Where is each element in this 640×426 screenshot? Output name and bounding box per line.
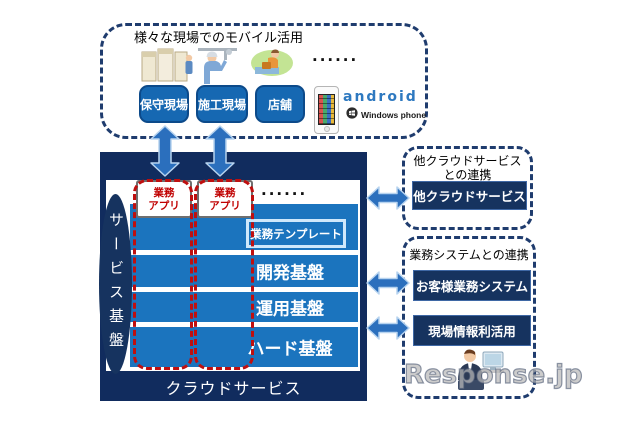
other-cloud-title-line2: との連携 <box>443 168 492 182</box>
windows-phone-logo: Windows phone <box>346 106 426 124</box>
person-computer-clipart <box>452 346 508 401</box>
layer-label: 運用基盤 <box>256 299 324 319</box>
business-system-group: 業務システムとの連携 お客様業務システム 現場情報利活用 <box>402 236 536 399</box>
field-info-item: 現場情報利活用 <box>413 315 531 346</box>
updown-arrow-1 <box>150 125 180 182</box>
app-column-highlight-2 <box>194 179 254 370</box>
iphone-image <box>314 86 339 134</box>
business-app-label: アプリ <box>148 200 180 212</box>
site-button-maintenance: 保守現場 <box>139 85 189 123</box>
windows-flag-icon <box>346 106 358 124</box>
windows-phone-label: Windows phone <box>361 110 427 120</box>
iphone-screen <box>318 94 335 125</box>
other-cloud-service-item: 他クラウドサービス <box>412 181 527 210</box>
response-jp-watermark: Response.jp <box>403 359 583 390</box>
service-platform-label: サービス基盤 <box>107 212 124 356</box>
construction-site-clipart <box>196 44 239 89</box>
updown-arrow-2 <box>205 125 235 182</box>
more-sites-dots: ...... <box>312 47 359 65</box>
site-button-construction: 施工現場 <box>196 85 248 123</box>
android-logo: android <box>343 89 418 105</box>
iphone-home-button <box>324 125 330 132</box>
service-platform-ellipse: サービス基盤 <box>99 194 132 374</box>
cloud-service-label: クラウドサービス <box>165 381 302 398</box>
mobile-usage-title: 様々な現場でのモバイル活用 <box>134 30 304 45</box>
site-button-label: 施工現場 <box>198 97 247 112</box>
other-cloud-group: 他クラウドサービス との連携 他クラウドサービス <box>402 146 533 230</box>
layer-row-development: 開発基盤 <box>130 255 358 287</box>
site-button-store: 店舗 <box>255 85 305 123</box>
business-app-label: 業務 <box>214 187 236 199</box>
service-platform-stack: 業務テンプレート 開発基盤 運用基盤 ハード基盤 <box>130 204 358 367</box>
site-button-label: 店舗 <box>267 97 292 112</box>
other-cloud-title: 他クラウドサービス との連携 <box>405 154 530 182</box>
customer-system-item: お客様業務システム <box>413 270 531 301</box>
business-app-label: アプリ <box>209 200 241 212</box>
store-clipart <box>250 46 295 84</box>
maintenance-site-clipart <box>141 45 194 88</box>
app-column-highlight-1 <box>133 179 193 370</box>
layer-label: ハード基盤 <box>247 339 333 359</box>
layer-row-operation: 運用基盤 <box>130 292 358 322</box>
layer-label: 開発基盤 <box>256 263 324 283</box>
more-apps-dots: ...... <box>261 181 308 199</box>
business-system-title: 業務システムとの連携 <box>409 248 529 262</box>
business-app-label: 業務 <box>153 187 175 199</box>
other-cloud-title-line1: 他クラウドサービス <box>413 154 522 168</box>
site-button-label: 保守現場 <box>140 97 189 112</box>
leftright-arrow-cloud <box>366 184 410 217</box>
mobile-usage-group-border <box>100 23 428 139</box>
leftright-arrow-field-info <box>366 314 410 347</box>
leftright-arrow-customer-system <box>366 269 410 302</box>
business-template-box: 業務テンプレート <box>246 219 346 248</box>
